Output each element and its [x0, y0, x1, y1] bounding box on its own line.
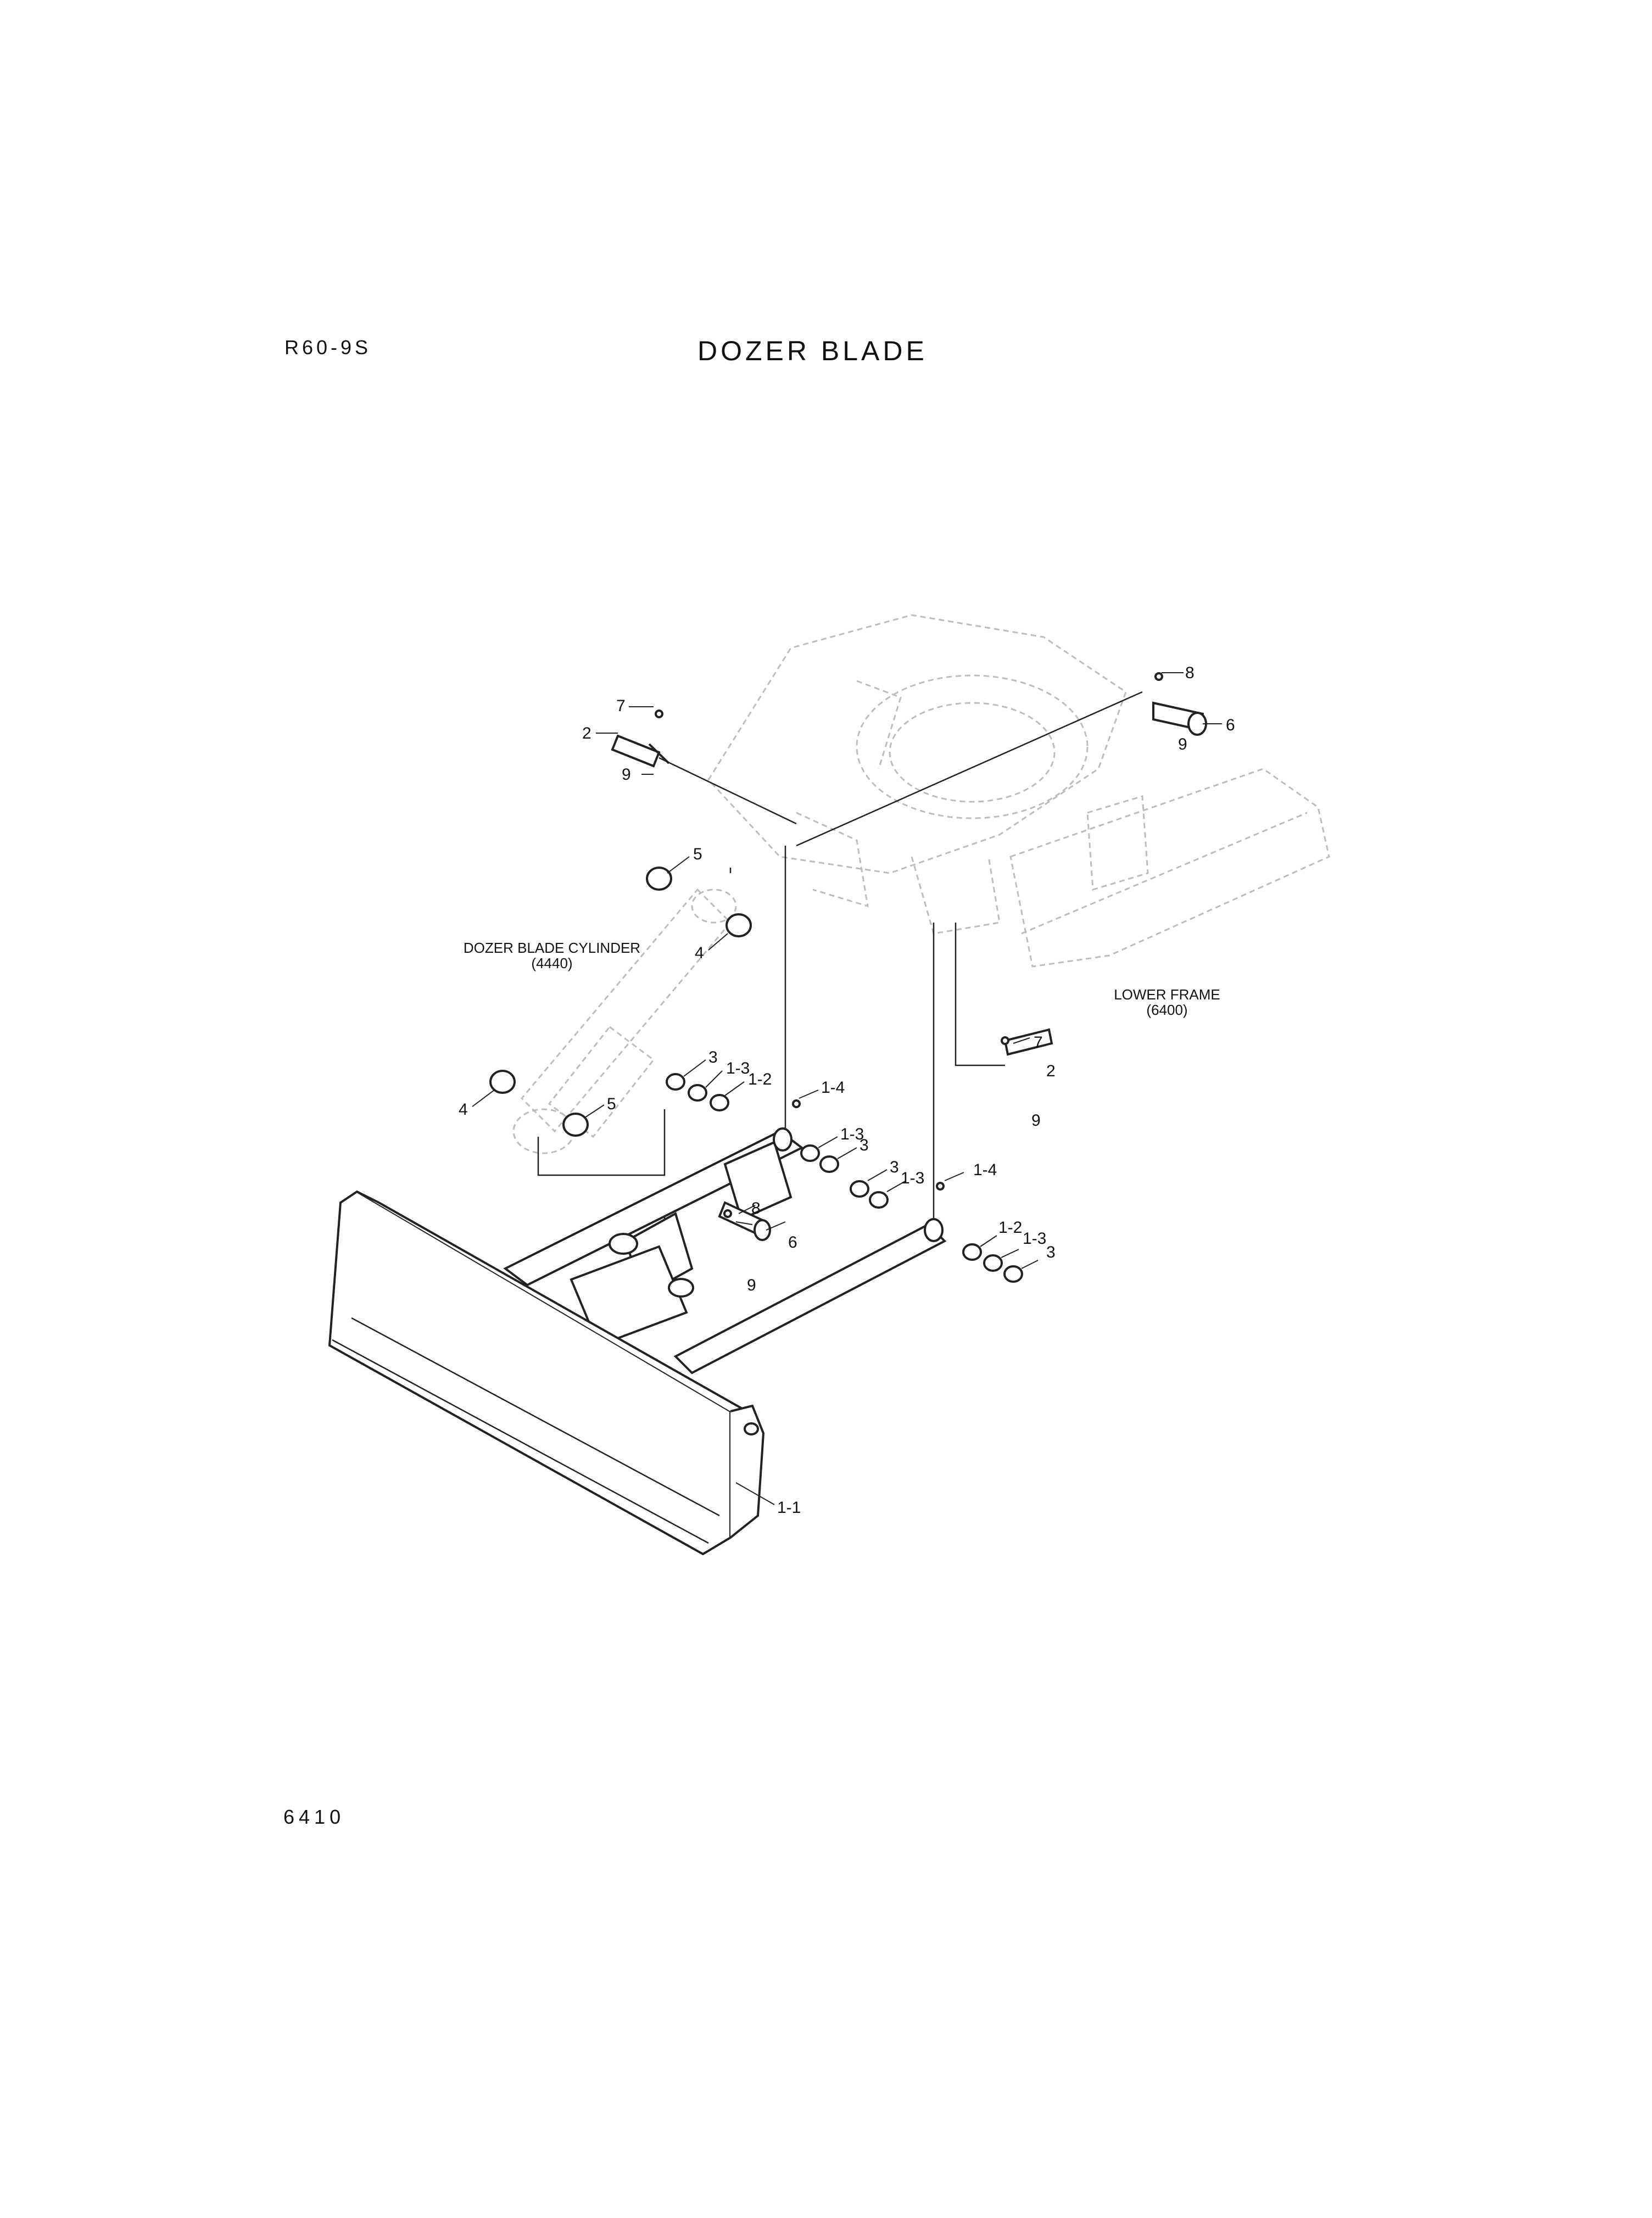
callout-4-lower: 4 [459, 1100, 468, 1119]
lower-frame-ghost [707, 614, 1330, 968]
reference-notes: DOZER BLADE CYLINDER (4440) LOWER FRAME … [464, 940, 1220, 1018]
callout-5-upper: 5 [693, 845, 702, 863]
frame-reference-code: (6400) [1146, 1002, 1187, 1018]
callout-3-c: 3 [890, 1158, 899, 1176]
callout-5-lower: 5 [607, 1095, 616, 1113]
callout-8-mid: 8 [751, 1199, 761, 1217]
callout-6-topright: 6 [1226, 716, 1235, 734]
callout-1-3-c: 1-3 [901, 1169, 924, 1187]
leader-lines [472, 672, 1222, 1505]
callout-3-a: 3 [708, 1048, 718, 1066]
model-number: R60-9S [284, 336, 372, 359]
callout-9-mid: 9 [747, 1276, 756, 1294]
dozer-blade [328, 1127, 947, 1556]
callout-9-right: 9 [1031, 1111, 1041, 1130]
callout-2-top: 2 [582, 724, 591, 742]
callout-6-mid: 6 [788, 1233, 797, 1252]
callout-1-4-b: 1-4 [973, 1161, 997, 1179]
callout-9-top: 9 [622, 766, 631, 784]
callout-7-top: 7 [616, 697, 626, 715]
callout-1-3-d: 1-3 [1023, 1230, 1046, 1248]
callout-1-3-b: 1-3 [840, 1125, 864, 1143]
callout-1-3-a: 1-3 [726, 1059, 750, 1077]
callout-1-4-a: 1-4 [821, 1079, 845, 1097]
page-number: 6410 [283, 1806, 345, 1828]
callout-1-1: 1-1 [777, 1499, 801, 1517]
callout-3-b: 3 [860, 1136, 869, 1154]
callout-9-topright: 9 [1178, 735, 1187, 753]
callout-1-2-b: 1-2 [998, 1219, 1022, 1237]
parts [489, 672, 1207, 1283]
callout-2-right: 2 [1046, 1062, 1056, 1080]
callout-1-2-a: 1-2 [748, 1070, 772, 1088]
callouts: 7 2 9 8 6 9 5 4 4 5 3 1-3 1-2 1-4 1-3 3 … [459, 664, 1235, 1517]
cylinder-ghost [512, 888, 737, 1154]
callout-8-topright: 8 [1185, 664, 1195, 682]
callout-4-upper: 4 [695, 944, 704, 962]
cylinder-reference-code: (4440) [531, 955, 572, 971]
callout-3-d: 3 [1046, 1243, 1056, 1261]
frame-reference-name: LOWER FRAME [1114, 986, 1220, 1003]
cylinder-reference-name: DOZER BLADE CYLINDER [464, 940, 640, 956]
connector-lines [537, 691, 1143, 1290]
page-title: DOZER BLADE [697, 336, 928, 366]
callout-7-right: 7 [1034, 1033, 1043, 1052]
